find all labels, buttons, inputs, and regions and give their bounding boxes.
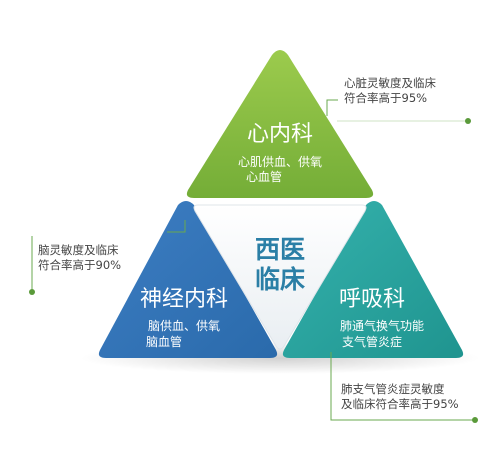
left-note-line2: 符合率高于90% — [38, 258, 122, 272]
left-title: 神经内科 — [140, 287, 228, 312]
right-note-line1: 肺支气管炎症灵敏度 — [341, 382, 445, 396]
right-sub2: 支气管炎症 — [342, 334, 402, 349]
right-sub1: 肺通气换气功能 — [340, 318, 424, 333]
right-triangle — [282, 201, 464, 358]
center-label-line2: 临床 — [255, 265, 305, 294]
right-title: 呼吸科 — [339, 287, 405, 312]
top-note: 心脏灵敏度及临床 符合率高于95% — [344, 76, 436, 106]
center-label-line1: 西医 — [255, 235, 305, 264]
top-sub1: 心肌供血、供氧 — [238, 155, 322, 169]
connector-top — [326, 99, 338, 116]
left-note-line1: 脑灵敏度及临床 — [38, 243, 119, 257]
center-triangle — [193, 204, 367, 350]
left-triangle — [98, 201, 278, 358]
right-note-line2: 及临床符合率高于95% — [341, 397, 459, 411]
top-note-line2: 符合率高于95% — [344, 91, 428, 105]
connector-left — [31, 220, 186, 290]
connector-right — [330, 352, 475, 421]
top-triangle — [186, 50, 374, 198]
top-note-line1: 心脏灵敏度及临床 — [344, 76, 436, 90]
left-sub2: 脑血管 — [146, 334, 182, 349]
left-note: 脑灵敏度及临床 符合率高于90% — [38, 243, 121, 273]
connector-right-dot — [472, 417, 478, 423]
connector-top-dot — [465, 118, 471, 124]
left-sub1: 脑供血、供氧 — [148, 319, 220, 333]
top-title: 心内科 — [247, 122, 313, 147]
right-note: 肺支气管炎症灵敏度 及临床符合率高于95% — [341, 382, 459, 412]
top-sub2: 心血管 — [246, 169, 282, 184]
connector-left-dot — [29, 289, 35, 295]
